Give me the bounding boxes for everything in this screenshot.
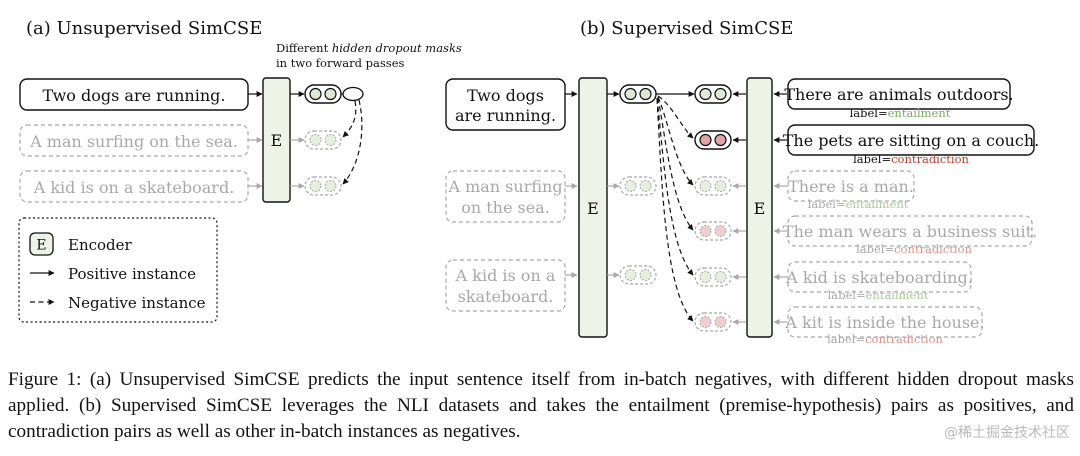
sup-premise-box-1	[445, 78, 566, 131]
unsup-representation-1	[304, 84, 342, 104]
figure-caption-text: (a) Unsupervised SimCSE predicts the inp…	[8, 369, 1074, 442]
sup-hypothesis-3-label: label=entailment	[808, 197, 909, 211]
figure-diagram: (a) Unsupervised SimCSE Different hidden…	[18, 18, 1040, 346]
sup-hypothesis-4: The man wears a business suit.	[783, 222, 1037, 241]
figure-caption: Figure 1: (a) Unsupervised SimCSE predic…	[8, 367, 1074, 445]
watermark: @稀土掘金技术社区	[944, 425, 1070, 441]
sup-hypothesis-6-label: label=contradiction	[827, 332, 943, 346]
sup-hypothesis-repr-3	[694, 176, 732, 196]
sup-title: (b) Supervised SimCSE	[580, 18, 793, 39]
sup-hypothesis-box-4	[787, 215, 1033, 247]
unsup-title: (a) Unsupervised SimCSE	[26, 18, 262, 39]
unsup-representation-3	[304, 176, 342, 196]
sup-hypothesis-repr-5	[694, 267, 732, 287]
unsup-sentence-3: A kid is on a skateboard.	[33, 178, 235, 197]
sup-premise-2-line1: A man surfing	[447, 177, 562, 196]
unsup-sentence-2: A man surfing on the sea.	[29, 132, 238, 151]
sup-hypothesis-box-6	[787, 306, 983, 338]
sup-hypothesis-box-2	[787, 124, 1035, 156]
legend-negative-text: Negative instance	[68, 294, 206, 312]
sup-hypothesis-3: There is a man.	[788, 177, 914, 196]
sup-hypothesis-1: There are animals outdoors.	[784, 85, 1013, 104]
sup-hypothesis-5-label: label=entailment	[828, 288, 929, 302]
sup-hypothesis-4-label: label=contradiction	[856, 242, 972, 256]
sup-encoder-left	[578, 77, 608, 338]
sup-hypothesis-repr-2	[694, 130, 732, 150]
sup-premise-1-line2: are running.	[455, 106, 556, 125]
sup-premise-box-3	[445, 259, 566, 312]
legend-box	[18, 217, 218, 323]
legend-positive-text: Positive instance	[68, 265, 196, 283]
legend-encoder-symbol: E	[36, 238, 46, 254]
dropout-view-oval	[342, 86, 364, 102]
sup-encoder-right	[746, 77, 773, 338]
sup-hypothesis-repr-6	[694, 312, 732, 332]
dropout-note-line2: in two forward passes	[276, 56, 405, 70]
unsup-encoder-label: E	[271, 131, 283, 150]
sup-encoder-left-label: E	[587, 199, 599, 218]
sup-premise-repr-3	[619, 265, 657, 285]
sup-hypothesis-2: The pets are sitting on a couch.	[783, 131, 1040, 150]
sup-hypothesis-6: A kit is inside the house.	[784, 313, 984, 332]
sup-premise-2-line2: on the sea.	[461, 198, 550, 217]
legend-encoder-text: Encoder	[68, 236, 133, 254]
sup-encoder-right-label: E	[754, 199, 766, 218]
legend-encoder-icon	[29, 232, 54, 256]
sup-premise-repr-2	[619, 176, 657, 196]
unsup-sentence-1: Two dogs are running.	[43, 86, 226, 105]
unsup-representation-2	[304, 130, 342, 150]
figure-caption-label: Figure 1:	[8, 369, 82, 390]
sup-hypothesis-box-1	[787, 78, 1011, 110]
sup-hypothesis-box-5	[787, 261, 972, 293]
dropout-note-line1: Different hidden dropout masks	[276, 41, 462, 55]
sup-hypothesis-2-label: label=contradiction	[853, 152, 969, 166]
sup-hypothesis-box-3	[787, 170, 915, 202]
sup-premise-3-line2: skateboard.	[458, 287, 554, 306]
sup-hypothesis-repr-4	[694, 221, 732, 241]
sup-premise-repr-1	[619, 84, 657, 104]
sup-premise-3-line1: A kid is on a	[455, 266, 556, 285]
sup-hypothesis-1-label: label=entailment	[850, 106, 951, 120]
sup-hypothesis-repr-1	[694, 84, 732, 104]
sup-premise-1-line1: Two dogs	[467, 86, 544, 105]
sup-premise-box-2	[445, 170, 566, 223]
sup-hypothesis-5: A kid is skateboarding.	[785, 268, 973, 287]
